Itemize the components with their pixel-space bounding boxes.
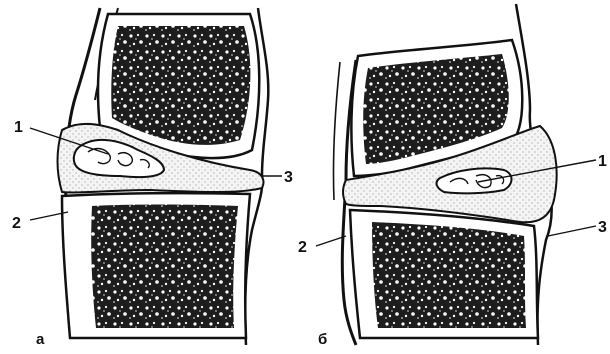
panel-a-label-2: 2: [12, 215, 21, 232]
panel-b: 1 2 3 б: [298, 4, 607, 348]
panel-b-label-3: 3: [598, 219, 607, 236]
panel-a: 1 2 3 а: [12, 8, 293, 348]
panel-a-letter: а: [36, 331, 45, 348]
panel-b-label-1: 1: [598, 153, 607, 170]
panel-a-label-3: 3: [284, 169, 293, 186]
panel-a-upper-vertebra-cancellous: [111, 26, 250, 145]
panel-b-inner-left-wall: [333, 62, 340, 200]
panel-b-label-2: 2: [298, 239, 307, 256]
panel-b-lower-vertebra-cancellous: [372, 222, 526, 328]
panel-a-lower-vertebra-cancellous: [91, 205, 238, 329]
panel-b-leader-3: [548, 226, 596, 236]
panel-b-letter: б: [318, 331, 327, 348]
panel-a-label-1: 1: [14, 119, 23, 136]
